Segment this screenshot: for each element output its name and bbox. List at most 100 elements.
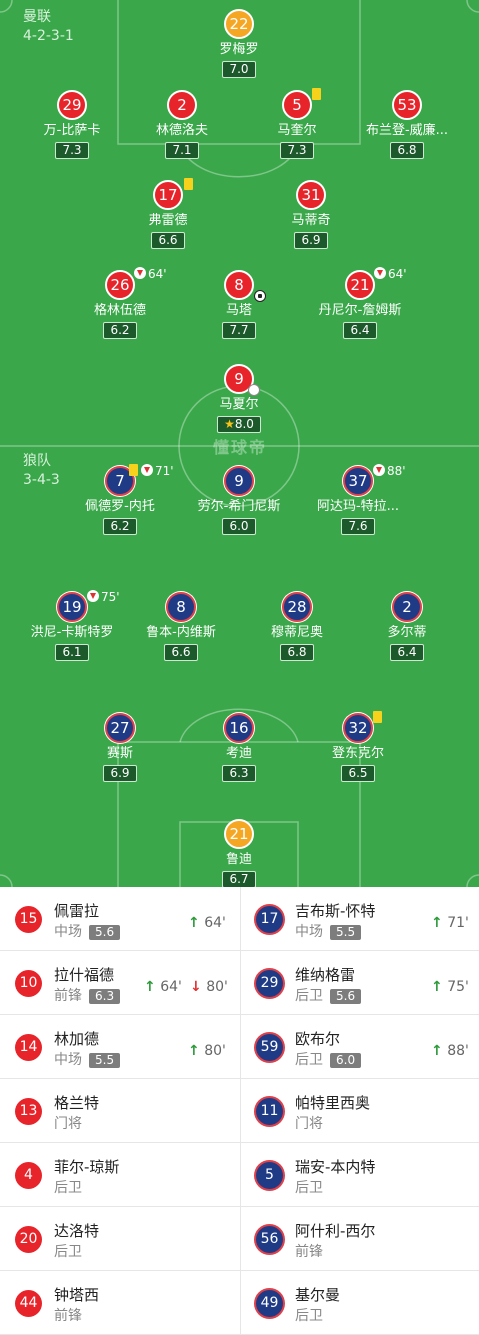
sub-name: 达洛特 [54,1222,100,1240]
sub-name: 佩雷拉 [54,902,100,920]
player-rating: 6.2 [103,518,137,535]
player-away-lwb[interactable]: 2 多尔蒂 6.4 [342,592,472,661]
sub-player-home[interactable]: 20 达洛特 后卫 [0,1207,239,1271]
player-rating: 6.9 [103,765,137,782]
player-rating: 6.4 [343,322,377,339]
sub-player-away[interactable]: 56 阿什利-西尔 前锋 [240,1207,479,1271]
player-name: 弗雷德 [148,213,188,228]
player-away-rwb[interactable]: 19 洪尼-卡斯特罗 6.1 75' [7,590,137,661]
player-away-cm2[interactable]: 28 穆蒂尼奥 6.8 [232,592,362,661]
player-away-cb3[interactable]: 32 登东克尔 6.5 [293,711,423,782]
player-home-lb[interactable]: 53 布兰登-威廉... 6.8 [342,90,472,159]
player-home-st[interactable]: 9 马夏尔 ★8.0 [174,364,304,433]
player-rating: 6.0 [222,518,256,535]
sub-position: 后卫 [295,1052,323,1068]
sub-name: 钟塔西 [54,1286,100,1304]
sub-name: 拉什福德 [54,966,115,984]
sub-player-away[interactable]: 5 瑞安-本内特 后卫 [240,1143,479,1207]
player-rating: 6.9 [294,232,328,249]
sub-number: 4 [15,1162,42,1189]
yellow-card-icon [312,88,321,100]
player-home-am[interactable]: 8 马塔 7.7 [174,270,304,339]
sub-player-away[interactable]: 59 欧布尔 后卫 6.0 ↑ 88' [240,1015,479,1079]
player-name: 鲁迪 [225,852,252,867]
sub-rating: 5.5 [89,1053,121,1068]
sub-number: 11 [256,1098,283,1125]
player-home-cb1[interactable]: 2 林德洛夫 7.1 [117,90,247,159]
arrow-up-icon: ↑ [144,979,156,995]
sub-in-event: ↑ 64' [188,915,226,931]
player-name: 罗梅罗 [219,42,259,57]
sub-position: 前锋 [54,988,82,1004]
sub-out-time: 64' [388,267,407,281]
player-rating: 6.8 [390,142,424,159]
player-away-cb1[interactable]: 27 赛斯 6.9 [55,713,185,782]
sub-out-time: 75' [101,590,120,604]
player-home-dm2[interactable]: 31 马蒂奇 6.9 [246,180,376,249]
sub-player-home[interactable]: 13 格兰特 门将 [0,1079,239,1143]
subs-row: 15 佩雷拉 中场 5.6 ↑ 64' 17 吉布斯-怀特 中场 5.5 ↑ 7… [0,887,479,951]
sub-player-home[interactable]: 14 林加德 中场 5.5 ↑ 80' [0,1015,239,1079]
player-home-lw[interactable]: 21 丹尼尔-詹姆斯 6.4 64' [295,267,425,339]
yellow-card-icon [129,464,138,476]
sub-name: 吉布斯-怀特 [295,902,376,920]
sub-name: 阿什利-西尔 [295,1222,376,1240]
player-rating: 7.1 [165,142,199,159]
player-number: 21 [224,819,254,849]
player-home-cb2[interactable]: 5 马奎尔 7.3 [232,88,362,159]
sub-position: 前锋 [295,1244,323,1260]
sub-player-home[interactable]: 15 佩雷拉 中场 5.6 ↑ 64' [0,887,239,951]
sub-name: 瑞安-本内特 [295,1158,376,1176]
sub-player-away[interactable]: 11 帕特里西奥 门将 [240,1079,479,1143]
player-number: 8 [166,592,196,622]
player-number: 28 [282,592,312,622]
arrow-up-icon: ↑ [431,1043,443,1059]
player-name: 格林伍德 [93,303,146,318]
player-name: 马夏尔 [219,397,259,412]
player-home-gk[interactable]: 22 罗梅罗 7.0 [174,9,304,78]
player-away-cb2[interactable]: 16 考迪 6.3 [174,713,304,782]
sub-number: 44 [15,1290,42,1317]
sub-name: 帕特里西奥 [295,1094,371,1112]
player-away-gk[interactable]: 21 鲁迪 6.7 [174,819,304,887]
sub-player-home[interactable]: 10 拉什福德 前锋 6.3 ↑ 64' ↓ 80' [0,951,239,1015]
sub-position: 中场 [295,924,323,940]
sub-player-away[interactable]: 17 吉布斯-怀特 中场 5.5 ↑ 71' [240,887,479,951]
player-number: 27 [105,713,135,743]
sub-rating: 5.6 [330,989,362,1004]
sub-number: 17 [256,906,283,933]
sub-position: 后卫 [54,1244,82,1260]
sub-out-time: 64' [148,267,167,281]
sub-number: 20 [15,1226,42,1253]
player-name: 登东克尔 [331,746,384,761]
player-name: 鲁本-内维斯 [146,625,216,640]
player-away-rw[interactable]: 7 佩德罗-内托 6.2 71' [55,464,185,535]
player-away-cm1[interactable]: 8 鲁本-内维斯 6.6 [116,592,246,661]
player-home-rb[interactable]: 29 万-比萨卡 7.3 [7,90,137,159]
sub-player-away[interactable]: 29 维纳格雷 后卫 5.6 ↑ 75' [240,951,479,1015]
player-home-rw[interactable]: 26 格林伍德 6.2 64' [55,267,185,339]
player-rating: 6.6 [164,644,198,661]
player-away-lw[interactable]: 37 阿达玛-特拉... 7.6 88' [293,464,423,535]
sub-player-away[interactable]: 49 基尔曼 后卫 [240,1271,479,1335]
sub-player-home[interactable]: 4 菲尔-琼斯 后卫 [0,1143,239,1207]
player-home-dm1[interactable]: 17 弗雷德 6.6 [103,178,233,249]
player-rating: 7.6 [341,518,375,535]
player-name: 马塔 [225,303,252,318]
player-rating: 6.4 [390,644,424,661]
sub-number: 56 [256,1226,283,1253]
sub-in-event: ↑ 64' [144,979,182,995]
player-away-st[interactable]: 9 劳尔-希门尼斯 6.0 [174,466,304,535]
sub-name: 欧布尔 [295,1030,341,1048]
sub-position: 前锋 [54,1308,82,1324]
yellow-card-icon [373,711,382,723]
sub-out-event: ↓ 80' [190,979,228,995]
sub-out-icon [374,267,386,279]
player-number: 29 [57,90,87,120]
lineup-pitch: 曼联 4-2-3-1 狼队 3-4-3 懂球帝 22 罗梅罗 7.0 29 万-… [0,0,479,887]
sub-position: 后卫 [295,1308,323,1324]
player-number: 53 [392,90,422,120]
yellow-card-icon [184,178,193,190]
sub-player-home[interactable]: 44 钟塔西 前锋 [0,1271,239,1335]
star-icon: ★ [224,417,235,431]
